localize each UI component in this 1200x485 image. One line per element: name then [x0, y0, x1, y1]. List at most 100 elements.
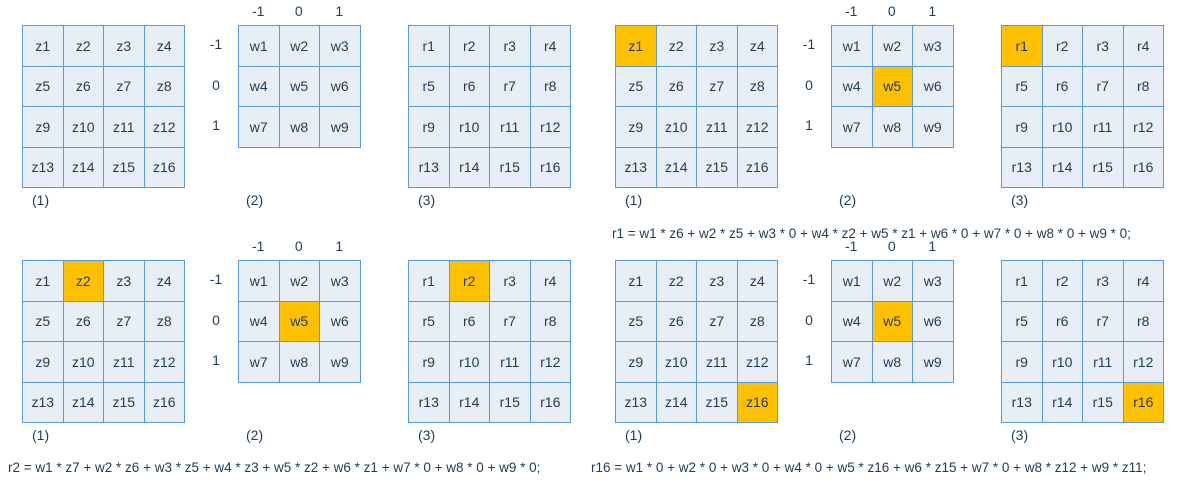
result-matrix-cell: r13 — [409, 147, 450, 188]
kernel-row-offset: 1 — [805, 352, 813, 369]
input-matrix-cell: z2 — [656, 26, 697, 67]
result-matrix-cell: r12 — [1123, 107, 1164, 148]
input-matrix-cell: z13 — [23, 382, 64, 423]
input-matrix-cell: z2 — [63, 261, 104, 302]
input-matrix-cell: z8 — [144, 301, 185, 342]
input-matrix-cell: z3 — [697, 26, 738, 67]
input-matrix-cell: z10 — [63, 342, 104, 383]
input-matrix-cell: z13 — [23, 147, 64, 188]
panel-label: (1) — [625, 427, 643, 443]
input-matrix-cell: z8 — [737, 301, 778, 342]
panel-label: (3) — [1011, 192, 1029, 208]
result-matrix-cell: r1 — [1002, 26, 1043, 67]
input-matrix-cell: z6 — [63, 301, 104, 342]
input-matrix-cell: z13 — [616, 147, 657, 188]
input-matrix-cell: z4 — [144, 26, 185, 67]
input-matrix-cell: z6 — [656, 66, 697, 107]
kernel-matrix-cell: w5 — [279, 301, 320, 342]
kernel-col-offset: -1 — [252, 238, 265, 254]
result-matrix-cell: r10 — [1042, 342, 1083, 383]
kernel-matrix-cell: w1 — [832, 261, 873, 302]
kernel-col-offset: 1 — [335, 238, 344, 254]
result-matrix-cell: r12 — [530, 342, 571, 383]
kernel-matrix-cell: w2 — [872, 26, 913, 67]
kernel-col-offset: 1 — [928, 3, 937, 19]
input-matrix-cell: z16 — [144, 382, 185, 423]
result-matrix-cell: r1 — [1002, 261, 1043, 302]
result-matrix-cell: r14 — [449, 382, 490, 423]
formula-r16: r16 = w1 * 0 + w2 * 0 + w3 * 0 + w4 * 0 … — [591, 460, 1147, 475]
result-matrix-cell: r2 — [1042, 261, 1083, 302]
result-matrix-cell: r12 — [530, 107, 571, 148]
formula-r1: r1 = w1 * z6 + w2 * z5 + w3 * 0 + w4 * z… — [612, 226, 1131, 241]
result-matrix-cell: r11 — [1083, 342, 1124, 383]
panel-label: (2) — [246, 192, 264, 208]
kernel-col-offset: -1 — [845, 238, 858, 254]
result-matrix-cell: r5 — [1002, 301, 1043, 342]
result-matrix-cell: r9 — [409, 342, 450, 383]
result-matrix-cell: r14 — [1042, 382, 1083, 423]
result-matrix-cell: r7 — [490, 66, 531, 107]
kernel-row-offset: 0 — [805, 76, 813, 93]
input-matrix-cell: z5 — [616, 301, 657, 342]
kernel-row-offset: -1 — [802, 271, 816, 288]
input-matrix-cell: z12 — [144, 107, 185, 148]
kernel-matrix-cell: w7 — [239, 107, 280, 148]
result-matrix-cell: r1 — [409, 261, 450, 302]
panel-label: (1) — [32, 427, 50, 443]
kernel-matrix-cell: w4 — [832, 301, 873, 342]
input-matrix-cell: z15 — [697, 147, 738, 188]
input-matrix-cell: z7 — [697, 301, 738, 342]
result-matrix-cell: r9 — [1002, 342, 1043, 383]
input-matrix-cell: z15 — [697, 382, 738, 423]
kernel-matrix-cell: w4 — [239, 66, 280, 107]
kernel-row-offset: -1 — [209, 271, 223, 288]
result-matrix-cell: r3 — [490, 261, 531, 302]
result-matrix-cell: r2 — [449, 26, 490, 67]
kernel-matrix-cell: w4 — [832, 66, 873, 107]
input-matrix-cell: z9 — [616, 107, 657, 148]
input-matrix-cell: z6 — [656, 301, 697, 342]
kernel-col-offset: 0 — [294, 238, 303, 254]
input-matrix-cell: z7 — [697, 66, 738, 107]
result-matrix-cell: r11 — [1083, 107, 1124, 148]
input-matrix-cell: z1 — [23, 261, 64, 302]
result-matrix-cell: r5 — [409, 301, 450, 342]
result-matrix-cell: r7 — [490, 301, 531, 342]
kernel-matrix-cell: w9 — [913, 342, 954, 383]
input-matrix-cell: z15 — [104, 382, 145, 423]
input-matrix-cell: z6 — [63, 66, 104, 107]
result-matrix-cell: r15 — [1083, 382, 1124, 423]
input-matrix-cell: z7 — [104, 66, 145, 107]
result-matrix-cell: r14 — [449, 147, 490, 188]
result-matrix-cell: r3 — [1083, 26, 1124, 67]
kernel-row-offset: 0 — [212, 76, 220, 93]
kernel-col-offset: -1 — [845, 3, 858, 19]
result-matrix-cell: r4 — [530, 26, 571, 67]
input-matrix-cell: z2 — [656, 261, 697, 302]
input-matrix-cell: z3 — [697, 261, 738, 302]
kernel-matrix-cell: w6 — [320, 301, 361, 342]
result-matrix-cell: r9 — [409, 107, 450, 148]
result-matrix-cell: r10 — [1042, 107, 1083, 148]
result-matrix-cell: r16 — [1123, 147, 1164, 188]
kernel-matrix-cell: w6 — [913, 301, 954, 342]
input-matrix-cell: z12 — [144, 342, 185, 383]
result-matrix-cell: r13 — [409, 382, 450, 423]
input-matrix-cell: z9 — [616, 342, 657, 383]
input-matrix-cell: z16 — [737, 147, 778, 188]
kernel-matrix-cell: w4 — [239, 301, 280, 342]
kernel-row-offset: 1 — [805, 117, 813, 134]
input-matrix-cell: z8 — [737, 66, 778, 107]
kernel-matrix-cell: w1 — [239, 26, 280, 67]
formula-r2: r2 = w1 * z7 + w2 * z6 + w3 * z5 + w4 * … — [8, 460, 541, 475]
input-matrix-cell: z10 — [656, 107, 697, 148]
kernel-matrix-cell: w2 — [279, 26, 320, 67]
